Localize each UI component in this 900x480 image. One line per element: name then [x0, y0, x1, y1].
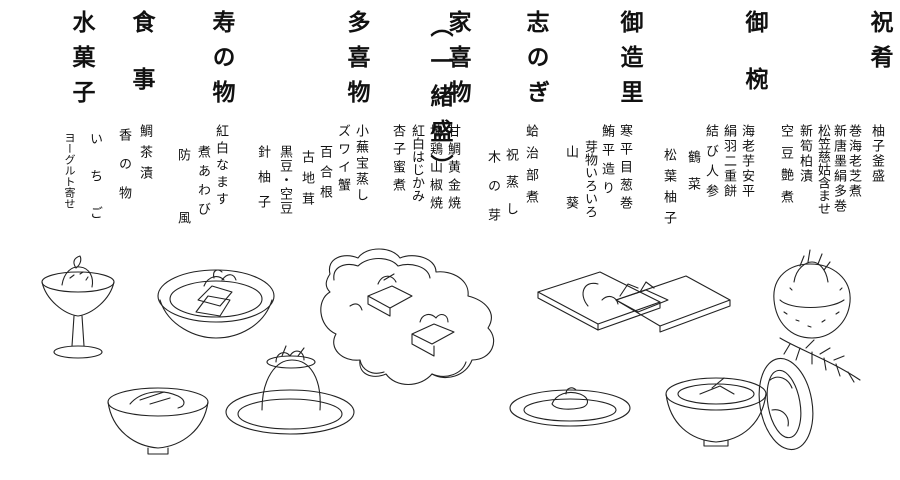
menu-item: 甘鯛黄金焼: [445, 124, 460, 214]
menu-item: 山葵: [563, 145, 578, 247]
menu-item: ズワイ蟹: [335, 124, 350, 196]
menu-item: 新筍柏漬: [797, 124, 812, 184]
section-title-owan: 御椀: [741, 10, 768, 124]
section-title-shinogi: 志のぎ: [522, 10, 549, 115]
menu-item: 防風: [175, 148, 190, 274]
rice-bowl-illustration: [108, 388, 208, 454]
section-title-mizugashi: 水菓子: [68, 10, 95, 115]
yakimono-platter-illustration: [321, 249, 494, 385]
menu-item: 百合根: [317, 145, 332, 205]
menu-item: 芽物いろいろ: [582, 140, 597, 218]
takimono-plate-illustration: [226, 346, 354, 434]
menu-item: 小蕪宝蒸し: [353, 124, 368, 204]
section-title-shokuji: 食事: [128, 10, 155, 124]
menu-item: 紅白なます: [213, 124, 228, 209]
menu-item: 松葉柚子: [661, 148, 676, 232]
menu-item: 杏子蜜煮: [390, 124, 405, 196]
section-title-iwai-zakana: 祝肴: [866, 10, 893, 80]
menu-item: 祝蒸し: [503, 148, 518, 229]
menu-item: 木の芽: [485, 150, 500, 237]
menu-item: 香の物: [116, 128, 131, 215]
menu-item: 柚子釜盛: [869, 124, 884, 184]
section-subtitle-issho-mori: （一緒盛）: [426, 14, 453, 189]
section-title-otsukuri: 御造里: [616, 10, 643, 115]
menu-item: 黒豆・空豆: [277, 145, 292, 215]
menu-item: 松笠慈姑含ませ: [815, 124, 830, 215]
section-title-sunomono: 寿の物: [208, 10, 235, 115]
menu-item: 結び人参: [703, 124, 718, 204]
menu-item: 紅白はじかみ: [409, 124, 424, 202]
menu-item: 巻海老芝煮: [846, 124, 861, 199]
shinogi-plate-illustration: [510, 388, 630, 426]
menu-item: 蛤治部煮: [523, 124, 538, 212]
menu-item: 絹羽二重餅: [721, 124, 736, 199]
section-title-yakimono: 家喜物: [444, 10, 471, 115]
menu-item: 寒平目葱巻: [617, 124, 632, 214]
menu-item: 海老芋安平: [739, 124, 754, 199]
menu-item: 煮あわび: [195, 145, 210, 221]
menu-item: 鮪平造り: [599, 124, 614, 200]
menu-item: 鶴菜: [685, 150, 700, 204]
menu-item: 空豆艶煮: [778, 124, 793, 212]
dessert-glass-illustration: [42, 256, 114, 358]
menu-item: 新唐墨絹多巻: [831, 124, 846, 214]
sunomono-bowl-illustration: [158, 270, 274, 338]
menu-item: 針柚子: [255, 145, 270, 220]
menu-item: ヨーグルト寄せ: [63, 132, 76, 209]
appetizer-yuzu-illustration: [774, 250, 860, 382]
soup-bowl-illustration: [666, 354, 820, 454]
menu-item: いちご: [87, 132, 102, 243]
menu-item: 古地茸: [299, 150, 314, 213]
sashimi-plates-illustration: [538, 272, 730, 332]
menu-item: 地鶏山椒焼: [427, 124, 442, 214]
section-title-takimono: 多喜物: [343, 10, 370, 115]
menu-item: 鯛茶漬: [137, 124, 152, 187]
